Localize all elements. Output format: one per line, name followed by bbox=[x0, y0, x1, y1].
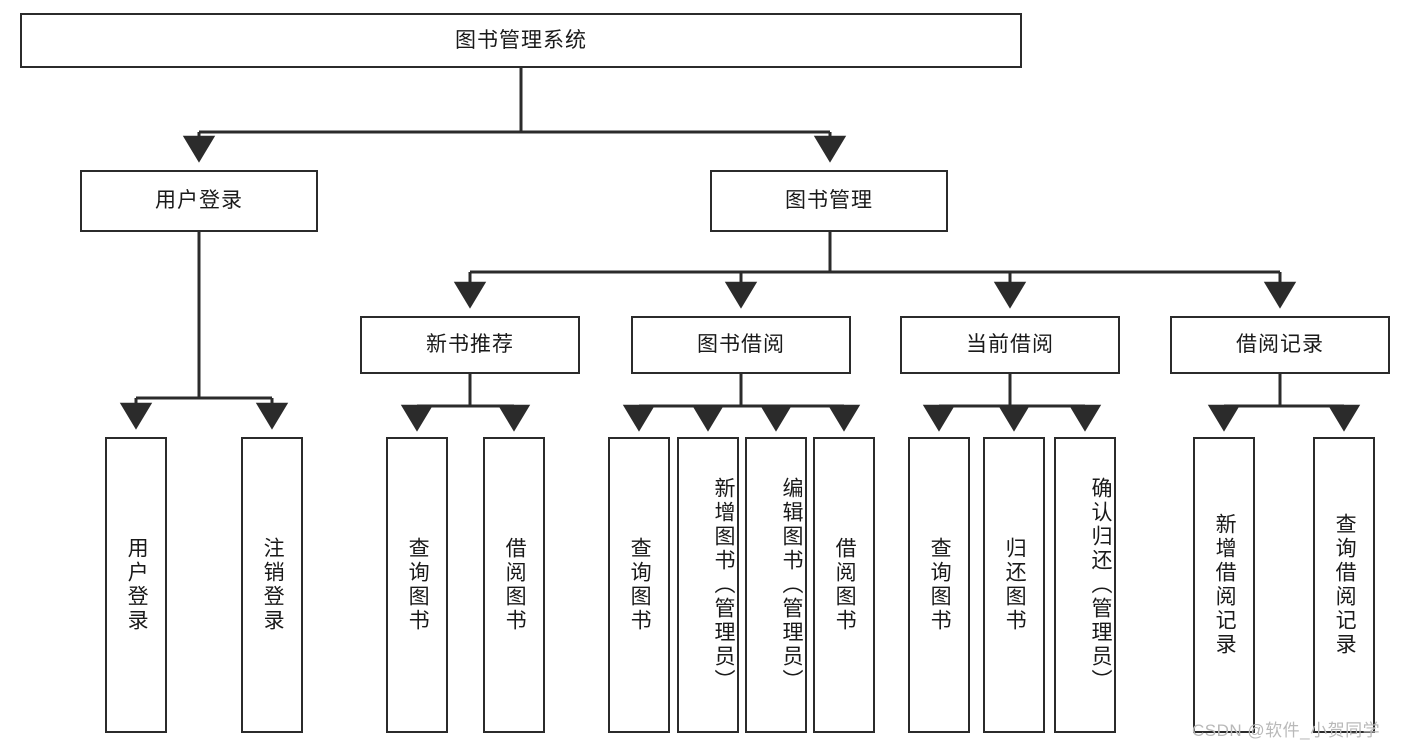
node-leaf-edit-book-admin[interactable]: 编辑图书（管理员） bbox=[745, 437, 807, 733]
node-root[interactable]: 图书管理系统 bbox=[20, 13, 1022, 68]
node-book-borrow[interactable]: 图书借阅 bbox=[631, 316, 851, 374]
node-new-book-recommend[interactable]: 新书推荐 bbox=[360, 316, 580, 374]
node-leaf-borrow-book-1[interactable]: 借阅图书 bbox=[483, 437, 545, 733]
node-borrow-record[interactable]: 借阅记录 bbox=[1170, 316, 1390, 374]
node-leaf-return-book[interactable]: 归还图书 bbox=[983, 437, 1045, 733]
node-user-login[interactable]: 用户登录 bbox=[80, 170, 318, 232]
node-leaf-query-book-3[interactable]: 查询图书 bbox=[908, 437, 970, 733]
node-current-borrow[interactable]: 当前借阅 bbox=[900, 316, 1120, 374]
node-book-manage[interactable]: 图书管理 bbox=[710, 170, 948, 232]
node-leaf-query-book-2[interactable]: 查询图书 bbox=[608, 437, 670, 733]
node-leaf-query-borrow-record[interactable]: 查询借阅记录 bbox=[1313, 437, 1375, 733]
csdn-watermark: CSDN @软件_小贺同学 bbox=[1192, 721, 1381, 740]
node-leaf-add-book-admin[interactable]: 新增图书（管理员） bbox=[677, 437, 739, 733]
node-leaf-borrow-book-2[interactable]: 借阅图书 bbox=[813, 437, 875, 733]
node-leaf-confirm-return-admin[interactable]: 确认归还（管理员） bbox=[1054, 437, 1116, 733]
node-leaf-add-borrow-record[interactable]: 新增借阅记录 bbox=[1193, 437, 1255, 733]
node-leaf-user-login[interactable]: 用户登录 bbox=[105, 437, 167, 733]
node-leaf-query-book-1[interactable]: 查询图书 bbox=[386, 437, 448, 733]
node-leaf-user-logout[interactable]: 注销登录 bbox=[241, 437, 303, 733]
